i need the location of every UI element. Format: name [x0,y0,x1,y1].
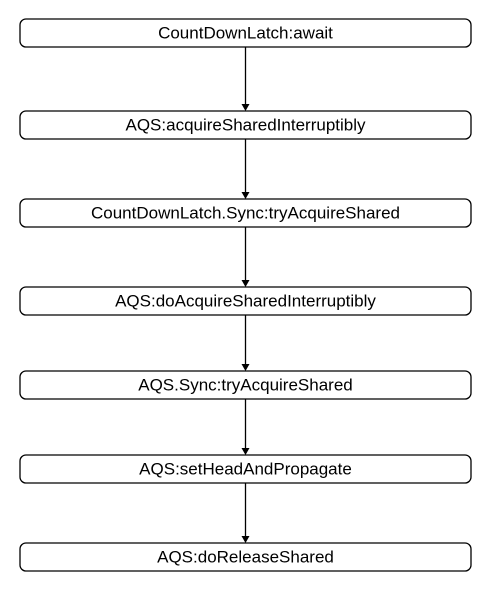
node-box [19,370,472,400]
nodes-layer: CountDownLatch:awaitAQS:acquireSharedInt… [19,18,472,572]
flow-arrow [241,227,250,287]
node-box [19,18,472,48]
flow-node: AQS:doReleaseShared [19,542,472,572]
node-box [19,542,472,572]
flow-arrow [241,139,250,199]
node-label: AQS:doAcquireSharedInterruptibly [115,292,376,311]
node-box [19,286,472,316]
node-box [19,198,472,228]
arrowhead-icon [241,104,250,111]
node-box [19,110,472,140]
flow-arrow [241,399,250,455]
node-label: AQS.Sync:tryAcquireShared [138,376,352,395]
flow-node: AQS.Sync:tryAcquireShared [19,370,472,400]
arrowhead-icon [241,364,250,371]
node-label: CountDownLatch:await [158,24,333,43]
node-box [19,454,472,484]
node-label: AQS:setHeadAndPropagate [139,460,352,479]
arrowhead-icon [241,448,250,455]
flow-arrow [241,483,250,543]
flow-node: AQS:setHeadAndPropagate [19,454,472,484]
flow-arrow [241,47,250,111]
node-label: AQS:acquireSharedInterruptibly [125,116,366,135]
flow-node: CountDownLatch:await [19,18,472,48]
flow-node: CountDownLatch.Sync:tryAcquireShared [19,198,472,228]
node-label: CountDownLatch.Sync:tryAcquireShared [91,204,400,223]
flow-node: AQS:doAcquireSharedInterruptibly [19,286,472,316]
flow-arrow [241,315,250,371]
flow-node: AQS:acquireSharedInterruptibly [19,110,472,140]
node-label: AQS:doReleaseShared [157,548,334,567]
arrowhead-icon [241,192,250,199]
arrowhead-icon [241,280,250,287]
arrowhead-icon [241,536,250,543]
edges-layer [241,47,250,543]
